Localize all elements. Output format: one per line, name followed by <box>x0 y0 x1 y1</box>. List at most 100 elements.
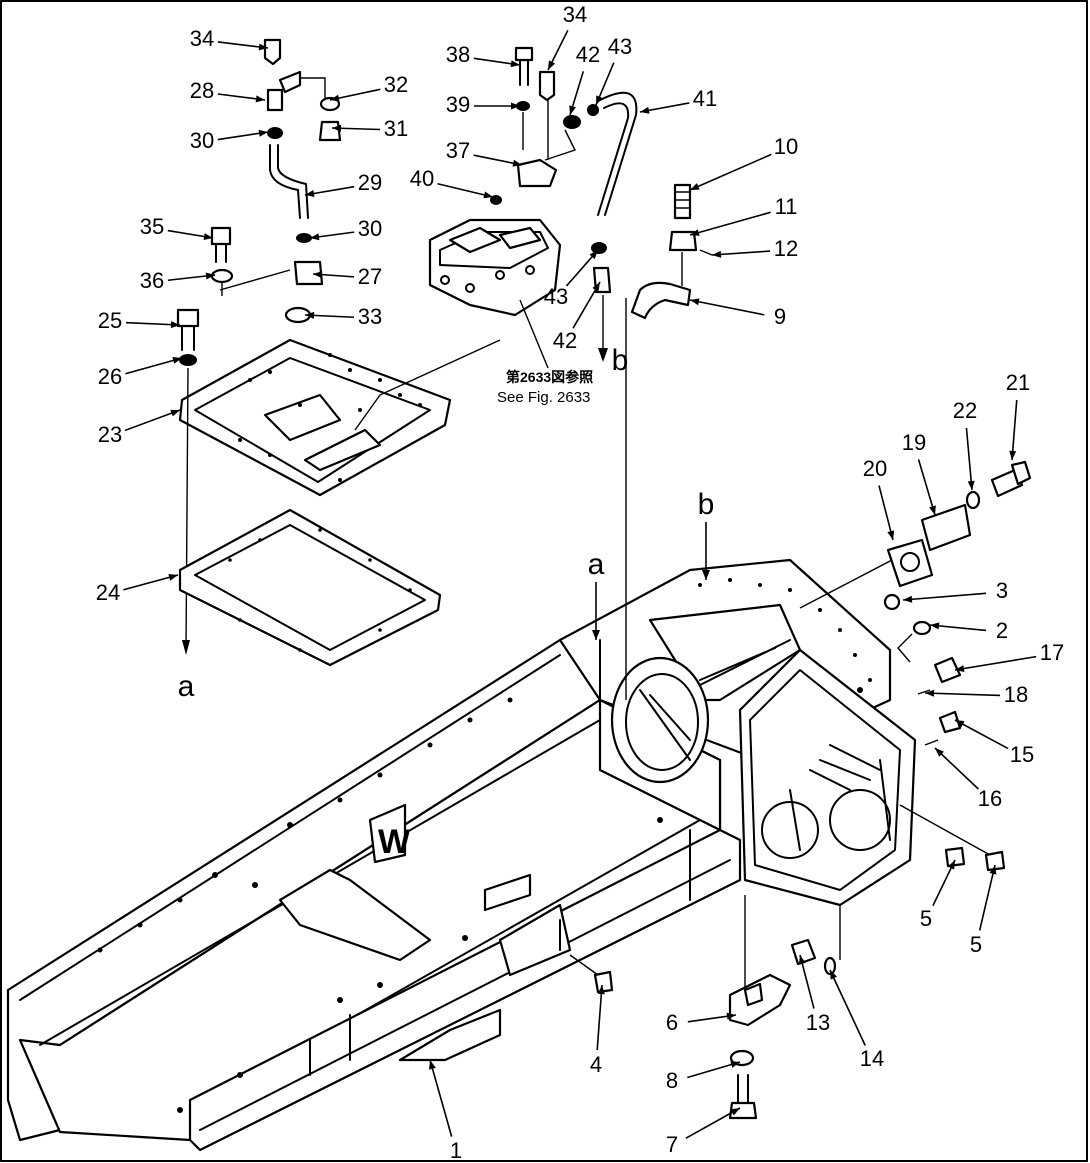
callout-c43a: 43 <box>608 34 632 59</box>
callout-c12: 12 <box>774 236 798 261</box>
callout-c15: 15 <box>1010 742 1034 767</box>
arrowhead-c6 <box>726 1012 736 1020</box>
arrowhead-c11 <box>690 229 700 236</box>
callout-c42b: 42 <box>553 328 577 353</box>
callout-c30a: 30 <box>190 128 214 153</box>
leader-c23 <box>124 409 181 432</box>
callout-c43b: 43 <box>544 284 568 309</box>
arrowhead-c38 <box>510 60 520 68</box>
marker-arrowhead-0 <box>592 630 600 640</box>
arrowhead-c14 <box>830 970 837 980</box>
callout-c25: 25 <box>98 308 122 333</box>
leader-c25 <box>125 321 181 326</box>
leader-c7 <box>685 1107 741 1139</box>
arrowhead-c31 <box>332 124 342 132</box>
main-frame: W <box>6 558 917 1152</box>
arrowhead-c9 <box>690 298 700 306</box>
arrowhead-c34b <box>548 60 556 70</box>
arrowhead-c1 <box>429 1060 436 1070</box>
callout-c11: 11 <box>775 194 798 219</box>
leader-c24 <box>123 574 179 591</box>
leader-c22 <box>965 427 973 491</box>
callout-c8: 8 <box>666 1068 678 1093</box>
arrowhead-c43a <box>596 95 603 105</box>
leader-c12 <box>711 250 771 256</box>
leader-c1 <box>429 1059 453 1137</box>
marker-arrowhead-1 <box>702 570 710 580</box>
callout-c34b: 34 <box>563 2 587 27</box>
callout-c35: 35 <box>140 214 164 239</box>
callout-c13: 13 <box>806 1010 830 1035</box>
callout-c2: 2 <box>996 618 1008 643</box>
arrowhead-c32 <box>330 94 340 102</box>
leader-c17 <box>954 655 1037 671</box>
arrowhead-c8 <box>730 1061 740 1068</box>
callout-c42a: 42 <box>576 42 600 67</box>
arrowhead-c42b <box>592 282 600 292</box>
arrowhead-c15 <box>955 720 965 728</box>
arrowhead-c24 <box>168 573 178 581</box>
arrowhead-c4 <box>597 985 605 995</box>
lower-parts <box>569 895 841 1120</box>
arrowhead-c25 <box>170 321 180 329</box>
callout-c33: 33 <box>358 304 382 329</box>
arrowhead-c26 <box>172 357 182 364</box>
arrowhead-c34a <box>258 43 268 51</box>
arrowhead-c27 <box>313 271 323 279</box>
arrowhead-c2 <box>930 622 940 630</box>
arrowhead-c3 <box>903 595 913 603</box>
arrowhead-c30a <box>258 129 268 137</box>
arrowhead-c41 <box>640 106 650 114</box>
arrowhead-c5a <box>947 860 955 870</box>
leader-c13 <box>799 954 815 1009</box>
marker-m_b2: b <box>698 488 715 521</box>
callout-c14: 14 <box>860 1046 884 1071</box>
arrowhead-c37 <box>512 159 522 167</box>
arrowhead-c33 <box>305 311 315 319</box>
leader-c5b <box>978 864 996 931</box>
callout-c17: 17 <box>1040 640 1064 665</box>
callout-c40: 40 <box>410 166 434 191</box>
arrowhead-c12 <box>712 250 722 258</box>
arrowhead-c16 <box>935 748 944 757</box>
callout-c28: 28 <box>190 78 214 103</box>
upper-left-parts <box>176 38 452 667</box>
arrowhead-c29 <box>305 190 315 197</box>
marker-m_b1: b <box>612 344 629 377</box>
callout-c32: 32 <box>384 72 408 97</box>
callout-c22: 22 <box>953 398 977 423</box>
leader-c40 <box>437 182 494 198</box>
w-mark-icon: W <box>378 823 411 861</box>
marker-m_a1: a <box>178 670 195 703</box>
leader-c11 <box>689 211 771 236</box>
callout-c16: 16 <box>978 786 1002 811</box>
arrowhead-c17 <box>955 665 965 672</box>
callout-c24: 24 <box>96 580 120 605</box>
leader-c21 <box>1011 399 1018 461</box>
leader-c2 <box>929 624 987 632</box>
arrowhead-c22 <box>967 480 975 490</box>
valve-group <box>354 46 638 431</box>
callout-c23: 23 <box>98 422 122 447</box>
leader-c18 <box>924 692 1001 697</box>
arrowhead-c13 <box>798 955 806 965</box>
callout-c41: 41 <box>693 86 717 111</box>
callout-c38: 38 <box>446 42 470 67</box>
callout-c27: 27 <box>358 264 382 289</box>
leader-c14 <box>829 969 866 1046</box>
arrowhead-c20 <box>887 530 895 540</box>
callout-c21: 21 <box>1006 370 1030 395</box>
arrowhead-c30b <box>310 233 320 241</box>
arrowhead-c35 <box>203 233 213 240</box>
arrowhead-c43b <box>589 250 598 260</box>
arrowhead-c21 <box>1009 450 1017 460</box>
leader-c16 <box>934 747 979 790</box>
callout-c6: 6 <box>666 1010 678 1035</box>
callout-c5a: 5 <box>920 906 932 931</box>
callout-c1: 1 <box>450 1138 462 1163</box>
leader-c4 <box>596 984 603 1051</box>
reference-note-en: See Fig. 2633 <box>497 389 590 406</box>
